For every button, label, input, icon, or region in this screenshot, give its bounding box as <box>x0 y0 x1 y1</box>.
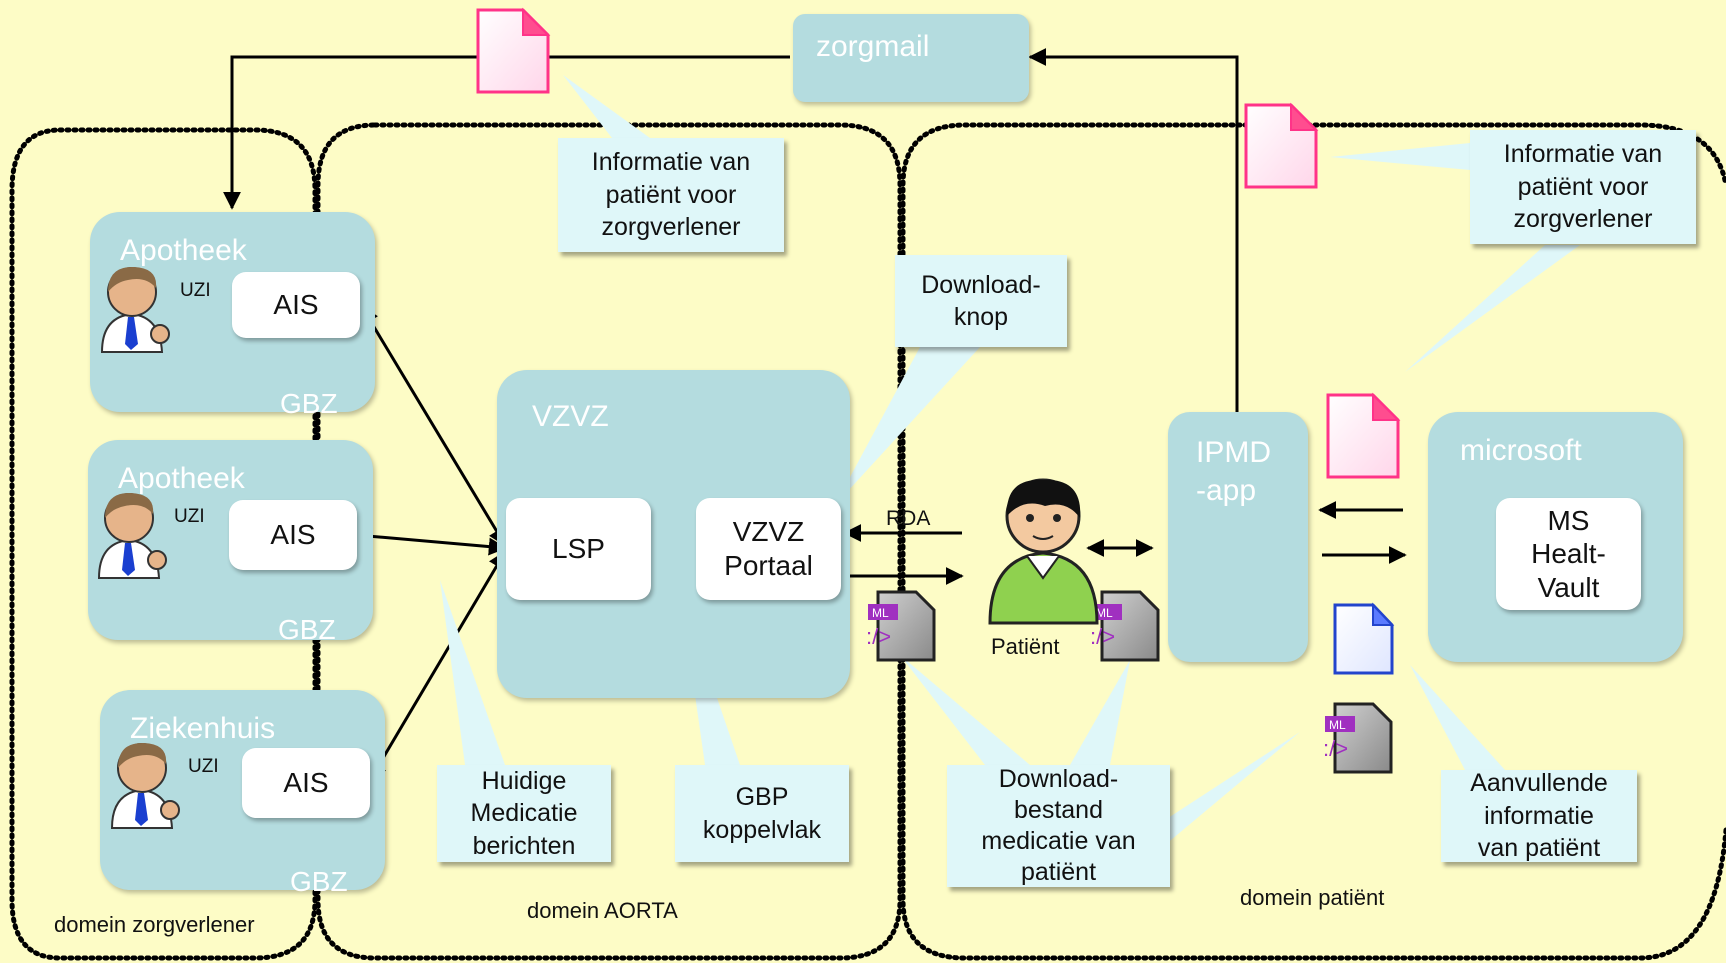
zorgmail-box: zorgmail <box>793 14 1029 102</box>
ipmd-line1: IPMD <box>1196 436 1271 469</box>
callout-tail-huidige <box>440 580 505 765</box>
xml-file-icon-3: ML :/> <box>1323 702 1393 774</box>
callout-tail-info-right <box>1330 143 1470 170</box>
ms-line2: Healt- <box>1531 538 1606 570</box>
ms-line1: MS <box>1547 504 1590 536</box>
callout-download-knop-line1: Download- <box>921 270 1041 299</box>
callout-huidige-line1: Huidige <box>481 766 567 795</box>
callout-download-knop-line2: knop <box>953 303 1009 331</box>
svg-text:ML: ML <box>872 606 889 620</box>
uzi-3: UZI <box>188 756 219 777</box>
domain-zorgverlener-outline <box>9 127 318 961</box>
ipmd-title: IPMD -app <box>1196 434 1271 510</box>
callout-gbp-line2: koppelvlak <box>702 815 822 844</box>
callout-aanvullende-informatie: Aanvullende informatie van patiënt <box>1441 769 1637 863</box>
callout-info-top: Informatie van patiënt voor zorgverlener <box>558 138 784 252</box>
callout-info-top-line3: zorgverlener <box>601 213 741 242</box>
callout-tail-download-bestand-3 <box>1165 732 1300 845</box>
callout-info-right-line2: patiënt voor <box>1517 172 1649 201</box>
document-icon-blue <box>1333 602 1395 675</box>
callout-tail-info-top <box>563 75 650 138</box>
callout-tail-download-bestand-2 <box>1070 660 1130 765</box>
svg-text::/>: :/> <box>866 624 891 649</box>
callout-gbp-koppelvlak: GBP koppelvlak <box>675 765 849 862</box>
callout-info-top-line2: patiënt voor <box>605 180 737 209</box>
callout-info-right: Informatie van patiënt voor zorgverlener <box>1470 130 1696 244</box>
callout-info-top-line1: Informatie van <box>591 148 751 177</box>
callout-huidige-line2: Medicatie <box>470 799 578 828</box>
callout-tail-download-bestand-1 <box>900 655 1030 765</box>
xml-file-icon-1: ML :/> <box>866 590 936 662</box>
xml-file-icon-2: ML :/> <box>1090 590 1160 662</box>
document-icon-ipmd <box>1326 392 1401 479</box>
gbz-box-apotheek-2: Apotheek AIS UZI GBZ <box>88 440 373 645</box>
uzi-1: UZI <box>180 280 211 301</box>
patient-label: Patiënt <box>991 634 1060 659</box>
microsoft-title: microsoft <box>1460 434 1582 467</box>
rda-label: RDA <box>886 507 931 530</box>
domain-zorgverlener-label: domein zorgverlener <box>54 912 255 937</box>
lsp-box: LSP <box>506 498 651 600</box>
document-icon-right <box>1244 102 1319 189</box>
pharmacist-icon-1 <box>100 266 170 353</box>
ais-1: AIS <box>232 272 360 338</box>
gbz-box-1-title: Apotheek <box>120 234 247 267</box>
callout-download-bestand-line4: patiënt <box>1020 858 1097 887</box>
callout-gbp-line1: GBP <box>735 783 789 811</box>
callout-download-knop: Download-knop <box>895 255 1067 347</box>
ms-line3: Vault <box>1537 571 1600 603</box>
gbz-1-label: GBZ <box>280 388 338 419</box>
vzvz-title: VZVZ <box>532 400 609 433</box>
callout-aanvullende-line1: Aanvullende <box>1470 769 1608 798</box>
portaal-line2: Portaal <box>724 550 813 581</box>
document-icon-top <box>476 7 551 94</box>
svg-text::/>: :/> <box>1323 736 1348 761</box>
gbz-2-label: GBZ <box>278 614 336 645</box>
gbz-box-2-title: Apotheek <box>118 462 245 495</box>
ipmd-line2: -app <box>1196 474 1257 507</box>
svg-text:ML: ML <box>1329 718 1346 732</box>
callout-download-bestand: Download-bestand medicatie van patiënt <box>947 765 1170 887</box>
gbz-box-3-title: Ziekenhuis <box>130 712 276 745</box>
pharmacist-icon-2 <box>97 492 167 579</box>
callout-tail-aanvullende <box>1410 665 1505 770</box>
callout-info-right-line1: Informatie van <box>1503 140 1663 169</box>
callout-aanvullende-line2: informatie <box>1484 801 1594 830</box>
callout-huidige-line3: berichten <box>472 831 576 860</box>
svg-text:ML: ML <box>1096 606 1113 620</box>
callout-tail-info-right-2 <box>1405 245 1580 372</box>
callout-info-right-line3: zorgverlener <box>1513 205 1653 234</box>
doctor-icon <box>110 742 180 829</box>
callout-tail-download-knop <box>835 347 980 505</box>
callout-download-bestand-line1: Download- <box>998 764 1119 793</box>
domain-aorta-label: domein AORTA <box>527 898 678 923</box>
gbz-3-label: GBZ <box>290 866 348 897</box>
callout-download-bestand-line3: medicatie van <box>981 827 1136 855</box>
ipmd-app-box: IPMD -app <box>1168 412 1308 662</box>
uzi-2: UZI <box>174 506 205 527</box>
patient-icon <box>988 478 1099 625</box>
ais-2: AIS <box>229 500 357 570</box>
zorgmail-to-apotheek-line <box>223 55 790 210</box>
domain-patient-label: domein patiënt <box>1240 885 1385 910</box>
zorgmail-return-line <box>1028 48 1239 415</box>
domain-aorta-outline <box>315 122 903 961</box>
zorgmail-label: zorgmail <box>816 30 930 63</box>
callout-aanvullende-line3: van patiënt <box>1477 834 1601 863</box>
svg-text::/>: :/> <box>1090 624 1115 649</box>
gbz-box-ziekenhuis: Ziekenhuis AIS UZI GBZ <box>100 690 385 897</box>
ais-3: AIS <box>242 748 370 818</box>
portaal-line1: VZVZ <box>732 516 805 548</box>
callout-download-bestand-line2: bestand <box>1014 795 1103 824</box>
